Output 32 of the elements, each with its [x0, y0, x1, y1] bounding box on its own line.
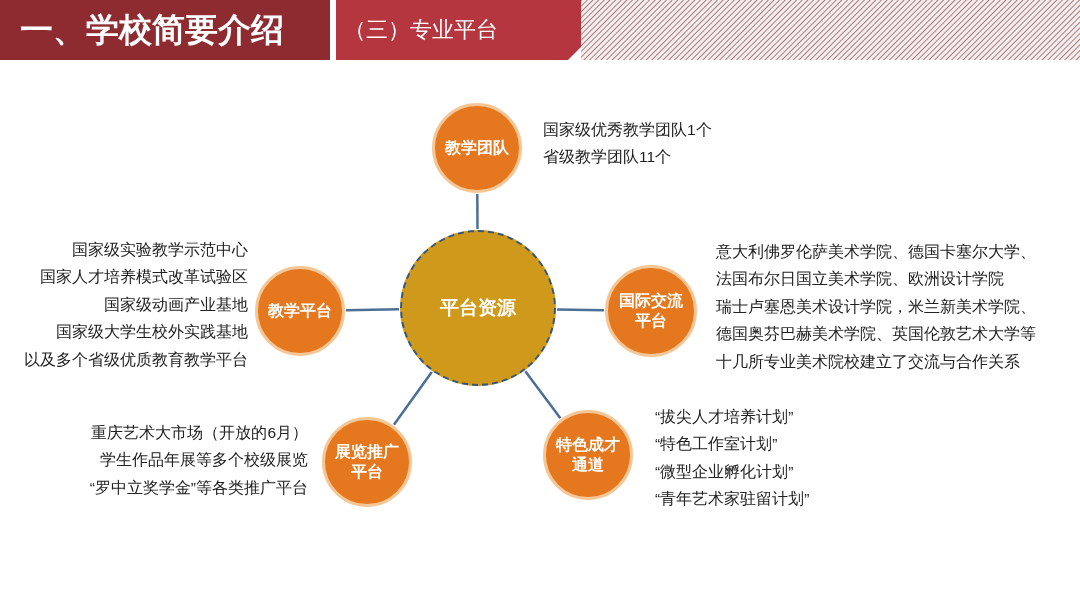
annotation-text: 十几所专业美术院校建立了交流与合作关系: [716, 352, 1020, 371]
circle-label: 展览推广平台: [334, 441, 400, 482]
annotation-text: 重庆艺术大市场（开放的6月）: [91, 424, 308, 442]
annotation-text: “特色工作室计划”: [655, 435, 778, 454]
annotation-text: 省级教学团队11个: [543, 148, 672, 167]
annotation-text: 意大利佛罗伦萨美术学院、德国卡塞尔大学、: [716, 243, 1036, 261]
annotation-text: 学生作品年展等多个校级展览: [100, 451, 308, 470]
connector-line: [556, 308, 605, 312]
circle-label: 平台资源: [440, 295, 516, 320]
annotation-text: 瑞士卢塞恩美术设计学院，米兰新美术学院、: [716, 297, 1036, 316]
circle-label: 教学团队: [445, 137, 509, 158]
annotation-text: “罗中立奖学金”等各类推广平台: [89, 478, 308, 497]
title-banner: 一、学校简要介绍: [0, 0, 330, 60]
circle-label: 教学平台: [268, 300, 332, 321]
annotation-text: 以及多个省级优质教育教学平台: [24, 350, 248, 369]
annotation-text: “微型企业孵化计划”: [655, 462, 794, 481]
connector-line: [476, 194, 479, 229]
annotation-text: 国家级动画产业基地: [104, 295, 248, 314]
circle-label: 国际交流平台: [618, 290, 684, 331]
circle-label: 特色成才通道: [555, 434, 621, 475]
annotation-text: “青年艺术家驻留计划”: [655, 490, 810, 509]
annotation-text: 国家级大学生校外实践基地: [56, 323, 248, 342]
connector-line: [345, 308, 400, 312]
annotation-text: 国家级实验教学示范中心: [72, 241, 248, 259]
section-banner: （三）专业平台: [336, 0, 583, 60]
annotation-text: “拔尖人才培养计划”: [655, 408, 794, 426]
annotation-text: 国家人才培养模式改革试验区: [40, 268, 248, 287]
connector-line: [524, 370, 562, 419]
annotation-text: 国家级优秀教学团队1个: [543, 121, 712, 139]
annotation-text: 法国布尔日国立美术学院、欧洲设计学院: [716, 270, 1004, 289]
annotation-text: 德国奥芬巴赫美术学院、英国伦敦艺术大学等: [716, 325, 1036, 344]
connector-line: [392, 371, 433, 426]
